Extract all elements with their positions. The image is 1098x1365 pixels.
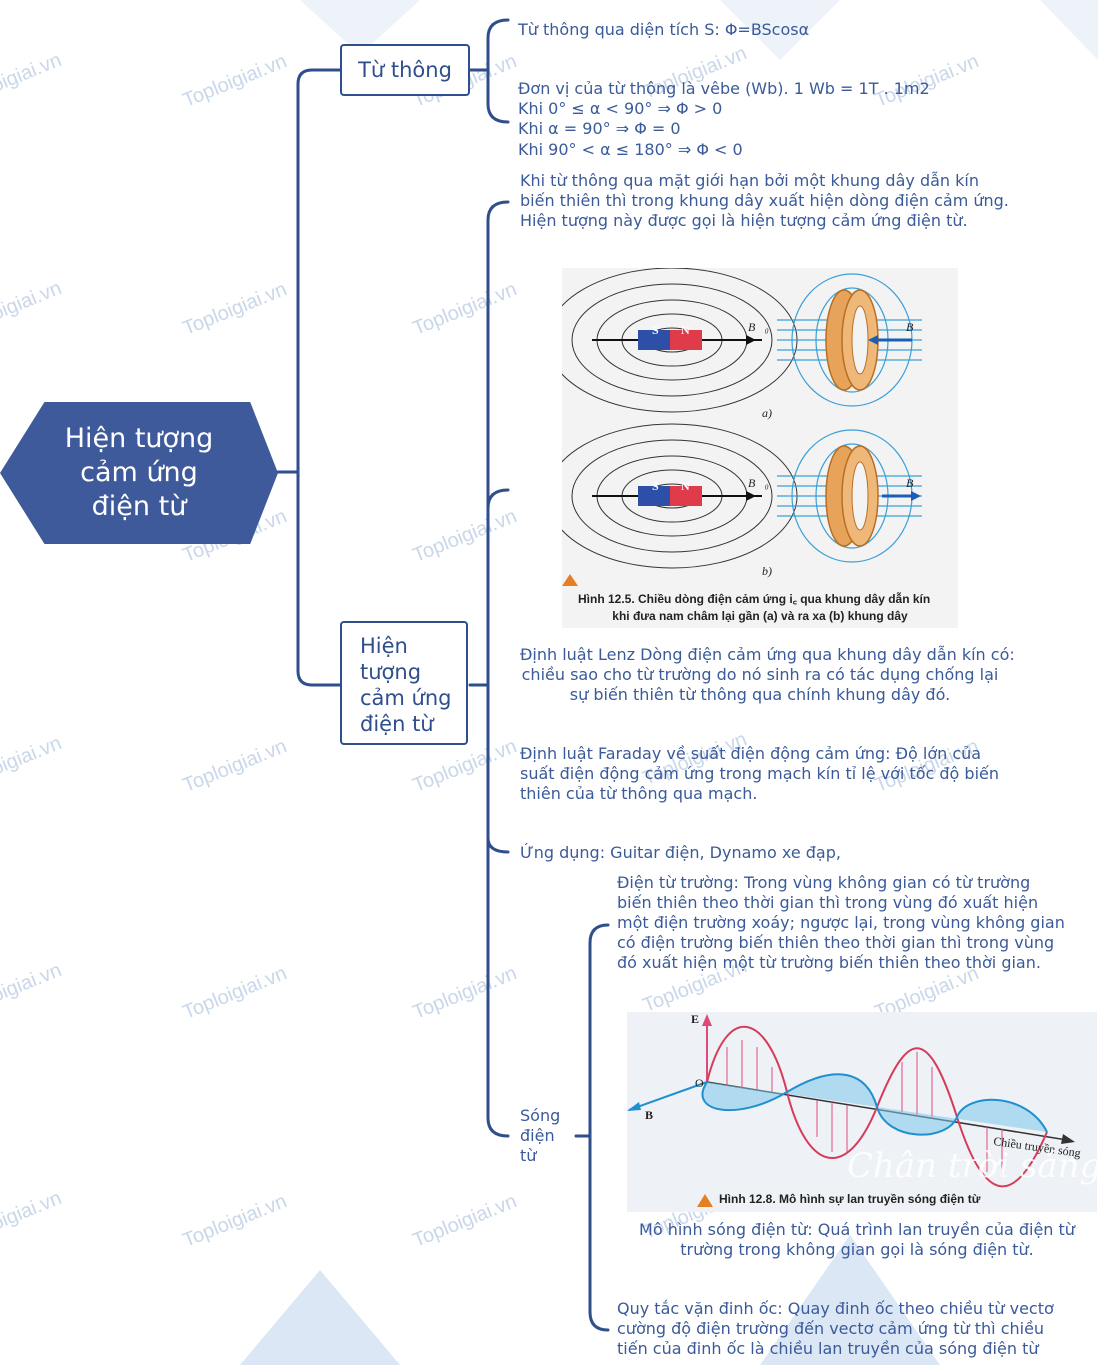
flux-positive: Khi 0° ≤ α < 90° ⇒ Φ > 0 [518, 99, 723, 118]
axis-b-label: B⃗ [645, 1108, 663, 1122]
figure-induction-drawing [562, 268, 922, 586]
em-field-line: Điện từ trường: Trong vùng không gian có… [617, 873, 1031, 892]
node-cam-ung-label-line: cảm ứng [360, 686, 452, 710]
vector-bc-label: B⃗꜀ [906, 476, 932, 490]
lenz-line: chiều sao cho từ trường do nó sinh ra có… [521, 665, 999, 684]
faraday-line: suất điện động cảm ứng trong mạch kín tỉ… [520, 764, 999, 783]
em-field-definition: Điện từ trường: Trong vùng không gian có… [617, 873, 1065, 973]
em-model-line: Mô hình sóng điện từ: Quá trình lan truy… [639, 1220, 1075, 1239]
faraday-line: Định luật Faraday về suất điện động cảm … [520, 744, 982, 763]
em-wave-model: Mô hình sóng điện từ: Quá trình lan truy… [617, 1220, 1097, 1260]
root-node: Hiện tượng cảm ứng điện từ [0, 402, 278, 544]
root-label-line: cảm ứng [80, 457, 198, 488]
flux-negative: Khi 90° < α ≤ 180° ⇒ Φ < 0 [518, 140, 743, 159]
node-tu-thong-label: Từ thông [358, 58, 452, 82]
figure-em-wave-caption: Hình 12.8. Mô hình sự lan truyền sóng đi… [719, 1192, 981, 1206]
figure-induction-caption: Hình 12.5. Chiều dòng điện cảm ứng i꜀ qu… [578, 592, 931, 606]
em-wave-label-line: điện [520, 1126, 555, 1145]
magnet-s-label: S [652, 479, 659, 493]
definition-line: biến thiên thì trong khung dây xuất hiện… [520, 191, 1009, 210]
screw-rule-line: Quy tắc vặn đinh ốc: Quay đinh ốc theo c… [617, 1299, 1054, 1318]
em-field-line: biến thiên theo thời gian thì trong vùng… [617, 893, 1039, 912]
application-text: Ứng dụng: Guitar điện, Dynamo xe đạp, [520, 843, 841, 862]
magnet-n-label: N [681, 323, 690, 337]
flux-zero: Khi α = 90° ⇒ Φ = 0 [518, 119, 681, 138]
definition-line: Khi từ thông qua mặt giới hạn bởi một kh… [520, 171, 979, 190]
subfigure-a-label: a) [762, 406, 772, 420]
faraday-law: Định luật Faraday về suất điện động cảm … [520, 744, 999, 804]
em-wave-label-line: Sóng [520, 1106, 561, 1125]
figure-em-wave-drawing [627, 1014, 1075, 1207]
em-field-line: đó xuất hiện một từ trường biến thiên th… [617, 953, 1041, 972]
em-field-line: một điện trường xoáy; ngược lại, trong v… [617, 913, 1065, 932]
vector-b0-label: B⃗₀ [748, 320, 769, 334]
node-cam-ung-dien-tu: Hiện tượng cảm ứng điện từ [340, 621, 468, 745]
node-tu-thong: Từ thông [340, 44, 470, 96]
em-model-line: trường trong không gian gọi là sóng điện… [680, 1240, 1034, 1259]
origin-label: O [695, 1076, 704, 1090]
magnet-s-label: S [652, 323, 659, 337]
node-cam-ung-label-line: điện từ [360, 712, 434, 736]
em-field-line: có điện trường biến thiên theo thời gian… [617, 933, 1055, 952]
em-wave-label: Sóng điện từ [520, 1106, 560, 1166]
subfigure-b-label: b) [762, 564, 772, 578]
root-label-line: điện từ [91, 491, 187, 522]
node-cam-ung-label-line: Hiện [360, 634, 408, 658]
publisher-watermark: Chân trời sáng [847, 1146, 1097, 1186]
lenz-line: Định luật Lenz Dòng điện cảm ứng qua khu… [520, 645, 1015, 664]
vector-bc-label: B⃗꜀ [906, 320, 932, 334]
figure-induction: S N S N B⃗₀ B⃗꜀ B⃗₀ B⃗꜀ a) b) Hình 12.5.… [562, 268, 958, 628]
lenz-law: Định luật Lenz Dòng điện cảm ứng qua khu… [520, 645, 1015, 705]
flux-unit: Đơn vị của từ thông là vêbe (Wb). 1 Wb =… [518, 79, 930, 98]
lenz-line: sự biến thiên từ thông qua chính khung d… [569, 685, 951, 704]
figure-em-wave: E⃗ B⃗ O Chiều truyền sóng Chân trời sáng… [627, 1012, 1097, 1212]
figure-induction-caption: khi đưa nam châm lại gần (a) và ra xa (b… [612, 609, 908, 623]
axis-e-label: E⃗ [691, 1012, 709, 1026]
root-label-line: Hiện tượng [64, 423, 214, 454]
definition-text: Khi từ thông qua mặt giới hạn bởi một kh… [520, 171, 1009, 231]
node-cam-ung-label-line: tượng [360, 660, 422, 684]
screw-rule: Quy tắc vặn đinh ốc: Quay đinh ốc theo c… [617, 1299, 1054, 1359]
screw-rule-line: tiến của đinh ốc là chiều lan truyền của… [617, 1339, 1039, 1358]
flux-formula: Từ thông qua diện tích S: Φ=BScosα [518, 20, 810, 39]
magnet-n-label: N [681, 479, 690, 493]
definition-line: Hiện tượng này được gọi là hiện tượng cả… [520, 211, 968, 230]
vector-b0-label: B⃗₀ [748, 476, 769, 490]
em-wave-label-line: từ [520, 1146, 537, 1165]
faraday-line: thiên của từ thông qua mạch. [520, 784, 758, 803]
screw-rule-line: cường độ điện trường đến vectơ cảm ứng t… [617, 1319, 1045, 1338]
